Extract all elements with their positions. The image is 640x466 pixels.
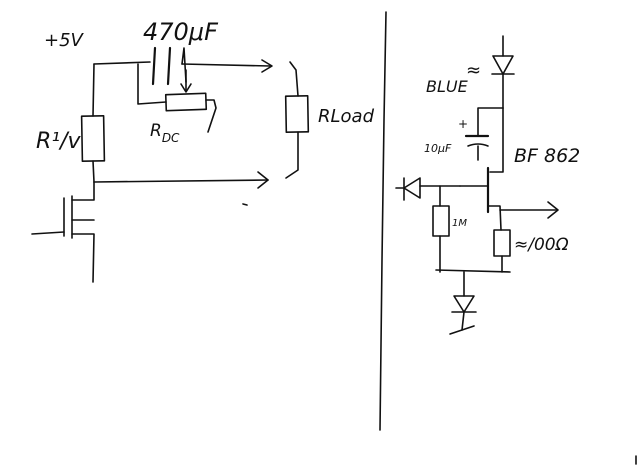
potentiometer-rdc	[137, 63, 217, 133]
resistor-100r	[493, 229, 511, 273]
capacitor-470uf	[151, 46, 187, 86]
led-label: BLUE	[426, 77, 469, 96]
pot-label-main: R	[150, 121, 162, 141]
middle-wire	[93, 179, 269, 183]
bf862-transistor	[459, 107, 504, 231]
load-label: RLoad	[318, 106, 375, 127]
load-resistor	[284, 61, 310, 179]
supply-label: +5V	[44, 30, 85, 51]
r-source-label: ≈/00Ω	[514, 235, 569, 255]
left-vertical-wire	[92, 63, 95, 117]
output-arrow	[499, 201, 559, 219]
transistor-label: BF 862	[514, 145, 580, 167]
top-rail-wire	[93, 61, 271, 67]
bottom-rail	[435, 269, 511, 335]
mosfet	[31, 181, 95, 283]
resistor-label: R¹/v	[36, 129, 82, 154]
resistor-1m	[432, 185, 450, 273]
led-mark: ≈	[466, 60, 481, 81]
capacitor-10uf	[464, 107, 504, 161]
blue-led	[491, 35, 515, 109]
capacitor-label: 470μF	[143, 18, 219, 46]
cap-plus-label: +	[458, 117, 468, 131]
middle-wire-arrow	[257, 171, 269, 189]
pot-label-sub: DC	[162, 131, 180, 145]
stray-mark	[242, 203, 248, 206]
r-gate-label: 1M	[452, 218, 467, 229]
pot-label: RDC	[150, 121, 180, 145]
divider-line	[379, 11, 387, 431]
left-circuit: +5V 470μF R¹/v RDC RLoad	[31, 18, 375, 283]
resistor-to-node-wire	[92, 160, 95, 183]
right-circuit: BLUE ≈ + 10μF BF 862 1M ≈/00Ω	[395, 35, 580, 335]
cap-label: 10μF	[424, 142, 452, 155]
gate-diode	[395, 177, 461, 201]
resistor-r1v	[80, 115, 106, 162]
top-rail-arrow	[261, 59, 273, 73]
